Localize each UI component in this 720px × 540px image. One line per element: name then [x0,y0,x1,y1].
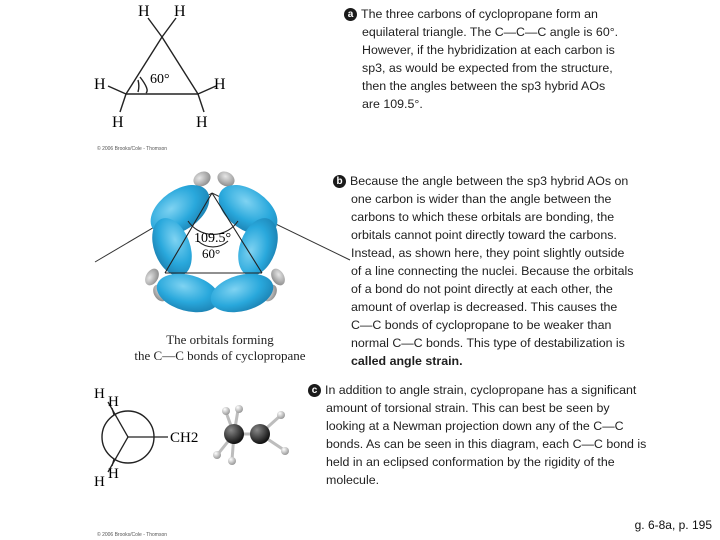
atom-h-top-left: H [138,3,150,20]
paragraph-c-line: molecule. [326,473,380,487]
angle-arc [139,76,148,94]
rear-bond [111,407,115,416]
hydrogen-atom [228,457,236,465]
sp3-back-lobe [193,171,211,187]
bond-line [197,93,205,113]
atom-h-mid-right: H [214,76,226,93]
angle-label-109: 109.5° [194,231,231,246]
carbon-atom [224,424,244,444]
paragraph-a-line: sp3, as would be expected from the struc… [362,61,613,75]
hydrogen-atom [281,447,289,455]
carbon-triangle-edge [211,192,263,274]
paragraph-c-line: amount of torsional strain. This can bes… [326,401,610,415]
newman-h-label: H [108,466,119,482]
bond-line [197,85,217,95]
copyright-credit: © 2006 Brooks/Cole - Thomson [97,146,168,152]
angle-arc-large [187,220,239,235]
sp3-orbital-lobe [210,273,274,313]
cyclopropane-structure-diagram: H H H H H H 60° [94,3,226,131]
paragraph-b-line: called angle strain. [351,354,463,368]
hydrogen-atom [235,405,243,413]
orbitals-caption-line1: The orbitals forming [166,332,274,347]
badge-c: c [308,384,321,397]
angle-label-60: 60° [150,72,170,87]
hydrogen-atom [213,451,221,459]
angle-arc-small [197,240,229,248]
sp3-back-lobe [271,268,285,286]
paragraph-b-line: carbons to which these orbitals are bond… [351,210,615,224]
bent-orbitals-diagram: 109.5° 60° [94,171,351,313]
bond-line [107,85,127,95]
angle-label-60b: 60° [202,246,220,261]
paragraph-b-line: orbitals cannot point directly toward th… [351,228,617,242]
angle-arc [137,79,140,93]
carbon-triangle-edge [164,192,213,274]
sp3-orbital-lobe [156,273,220,313]
hydrogen-atom [222,407,230,415]
paragraph-b-line: Instead, as shown here, they point sligh… [351,246,625,260]
atom-h-top-right: H [174,3,186,20]
badge-a: a [344,8,357,21]
paragraph-b-line: of a line connecting the nuclei. Because… [351,264,634,278]
newman-h-label: H [108,394,119,410]
paragraph-b-line: amount of overlap is decreased. This cau… [351,300,618,314]
newman-h-label: H [94,474,105,490]
figure-reference: g. 6-8a, p. 195 [634,518,712,532]
sp3-back-lobe [145,268,159,286]
front-bond [107,436,129,473]
paragraph-b-line: C—C bonds of cyclopropane to be weaker t… [351,318,612,332]
paragraph-c-line: bonds. As can be seen in this diagram, e… [326,437,647,451]
paragraph-b-line: normal C—C bonds. This type of destabili… [351,336,625,350]
rear-bond [111,458,115,467]
paragraph-a-line: are 109.5°. [362,97,423,111]
atom-h-mid-left: H [94,76,106,93]
badge-b: b [333,175,346,188]
paragraph-a-line: However, if the hybridization at each ca… [362,43,615,57]
ball-and-stick-model [213,405,289,465]
carbon-atom [250,424,270,444]
paragraph-c-line: held in an eclipsed conformation by the … [326,455,615,469]
bond-line [125,36,163,95]
sp3-orbital-lobe [238,218,278,276]
paragraph-b-line: of a bond do not point directly at each … [351,282,613,296]
orbitals-caption-line2: the C—C bonds of cyclopropane [134,348,306,363]
newman-h-label: H [94,386,105,402]
paragraph-b-line: one carbon is wider than the angle betwe… [351,192,612,206]
bond-line [119,93,127,113]
paragraph-a-line: equilateral triangle. The C—C—C angle is… [362,25,619,39]
paragraph-c-line: looking at a Newman projection down any … [326,419,624,433]
atom-h-bot-right: H [196,114,208,131]
bond-line [147,17,163,38]
sp3-back-lobe [217,171,235,187]
sp3-orbital-lobe [152,218,192,276]
front-bond [107,401,129,438]
copyright-credit-bottom: © 2006 Brooks/Cole - Thomson [97,532,168,538]
newman-projection-diagram: H H CH2 H H [94,386,198,490]
paragraph-a-line: then the angles between the sp3 hybrid A… [362,79,606,93]
hydrogen-atom [277,411,285,419]
bond-line [161,17,177,38]
bond-line [161,36,199,95]
atom-h-bot-left: H [112,114,124,131]
newman-ch2-label: CH2 [170,430,198,446]
